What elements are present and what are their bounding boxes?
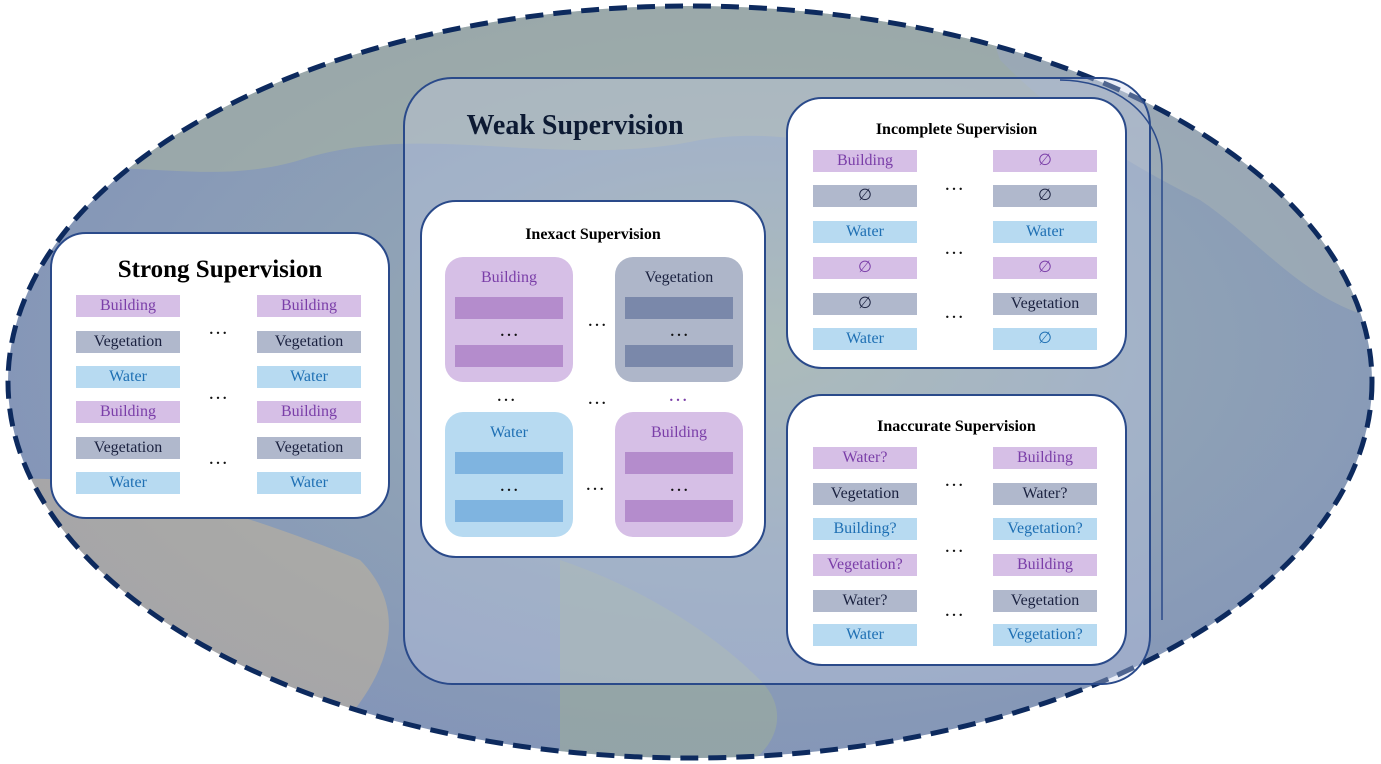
inaccurate-right-label: Building	[993, 554, 1097, 576]
inaccurate-right-label: Vegetation	[993, 590, 1097, 612]
incomplete-left-label: ∅	[813, 257, 917, 279]
strong-right-label: Water	[257, 366, 361, 388]
incomplete-left-label: Water	[813, 328, 917, 350]
inaccurate-left-label: Water	[813, 624, 917, 646]
incomplete-right-label: Water	[993, 221, 1097, 243]
strong-left-label: Water	[76, 366, 180, 388]
inaccurate-right-label: Building	[993, 447, 1097, 469]
inexact-instance-bar	[455, 500, 563, 522]
strong-supervision-title: Strong Supervision	[117, 256, 323, 283]
inexact-group-label: Building	[650, 424, 707, 441]
incomplete-right-label: Vegetation	[993, 293, 1097, 315]
inexact-group-ellipsis: …	[669, 474, 689, 496]
incomplete-ellipsis: …	[944, 301, 964, 323]
inexact-instance-bar	[455, 452, 563, 474]
inaccurate-left-label: Water?	[813, 447, 917, 469]
inexact-group-ellipsis: …	[499, 474, 519, 496]
inexact-supervision-title: Inexact Supervision	[525, 226, 661, 243]
inexact-group-label: Building	[480, 269, 537, 286]
inexact-instance-bar	[455, 297, 563, 319]
strong-left-label: Building	[76, 401, 180, 423]
inexact-instance-bar	[625, 297, 733, 319]
inexact-group: Building …	[615, 412, 743, 537]
incomplete-left-label: Building	[813, 150, 917, 172]
ellipse-dashed-border	[5, 3, 1375, 761]
inexact-instance-bar	[625, 500, 733, 522]
strong-left-label: Water	[76, 472, 180, 494]
incomplete-right-label: ∅	[993, 328, 1097, 350]
inexact-group-label: Water	[490, 424, 528, 441]
inexact-ellipsis: …	[587, 309, 607, 331]
strong-left-label: Vegetation	[76, 331, 180, 353]
inaccurate-left-label: Vegetation?	[813, 554, 917, 576]
inexact-ellipsis: …	[587, 387, 607, 409]
inexact-group: Building …	[445, 257, 573, 382]
strong-right-label: Building	[257, 295, 361, 317]
incomplete-left-label: ∅	[813, 185, 917, 207]
inaccurate-ellipsis: …	[944, 469, 964, 491]
inexact-group-ellipsis: …	[669, 319, 689, 341]
strong-ellipsis: …	[208, 447, 228, 469]
inexact-ellipsis: …	[496, 384, 516, 406]
inaccurate-left-label: Water?	[813, 590, 917, 612]
inexact-instance-bar	[625, 345, 733, 367]
inexact-instance-bar	[455, 345, 563, 367]
incomplete-left-label: Water	[813, 221, 917, 243]
inaccurate-left-label: Vegetation	[813, 483, 917, 505]
inaccurate-right-label: Vegetation?	[993, 518, 1097, 540]
strong-right-label: Vegetation	[257, 437, 361, 459]
incomplete-right-label: ∅	[993, 150, 1097, 172]
strong-ellipsis: …	[208, 317, 228, 339]
incomplete-right-label: ∅	[993, 257, 1097, 279]
inexact-group: Vegetation …	[615, 257, 743, 382]
inaccurate-supervision-title: Inaccurate Supervision	[877, 418, 1036, 435]
inexact-group: Water …	[445, 412, 573, 537]
strong-right-label: Water	[257, 472, 361, 494]
inexact-instance-bar	[625, 452, 733, 474]
inaccurate-left-label: Building?	[813, 518, 917, 540]
inexact-ellipsis: …	[668, 384, 688, 406]
strong-right-label: Building	[257, 401, 361, 423]
incomplete-ellipsis: …	[944, 173, 964, 195]
incomplete-supervision-title: Incomplete Supervision	[875, 121, 1038, 138]
weak-frame-shadow-line	[1059, 79, 1163, 620]
strong-right-label: Vegetation	[257, 331, 361, 353]
incomplete-left-label: ∅	[813, 293, 917, 315]
inexact-ellipsis: …	[585, 473, 605, 495]
inaccurate-right-label: Water?	[993, 483, 1097, 505]
inaccurate-right-label: Vegetation?	[993, 624, 1097, 646]
incomplete-right-label: ∅	[993, 185, 1097, 207]
weak-supervision-title: Weak Supervision	[466, 110, 684, 141]
inexact-group-ellipsis: …	[499, 319, 519, 341]
strong-ellipsis: …	[208, 382, 228, 404]
incomplete-ellipsis: …	[944, 237, 964, 259]
inaccurate-ellipsis: …	[944, 599, 964, 621]
strong-left-label: Building	[76, 295, 180, 317]
inexact-group-label: Vegetation	[644, 269, 714, 286]
inaccurate-ellipsis: …	[944, 535, 964, 557]
strong-left-label: Vegetation	[76, 437, 180, 459]
